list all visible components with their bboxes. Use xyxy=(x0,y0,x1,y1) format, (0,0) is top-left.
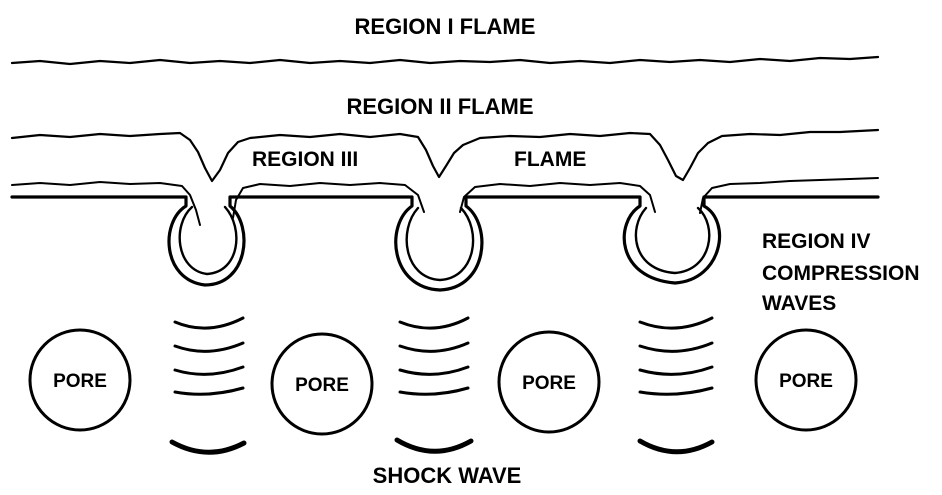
region-3-flame-line-right xyxy=(699,177,879,214)
region-1-label: REGION I FLAME xyxy=(355,14,536,39)
region-3-flame-line-mid1 xyxy=(232,182,425,219)
pore-2: PORE xyxy=(270,332,374,436)
pore-label: PORE xyxy=(522,373,576,394)
pore-3: PORE xyxy=(497,330,601,434)
region-3-flame-line-left xyxy=(11,181,201,226)
region-3-flame-label: FLAME xyxy=(514,148,586,171)
compression-waves-3 xyxy=(638,316,714,396)
compression-waves-2 xyxy=(398,316,470,396)
surface-inner-line-3 xyxy=(634,206,711,275)
region-1-flame-line xyxy=(10,55,880,66)
region-2-label: REGION II FLAME xyxy=(347,94,534,119)
pore-1: PORE xyxy=(28,328,132,432)
compression-waves-1 xyxy=(173,316,245,396)
pore-label: PORE xyxy=(779,371,833,392)
pore-4: PORE xyxy=(754,328,858,432)
shock-wave-arcs xyxy=(169,437,715,455)
surface-inner-line xyxy=(178,205,238,276)
shock-wave-label: SHOCK WAVE xyxy=(373,463,522,488)
pore-label: PORE xyxy=(295,375,349,396)
region-4-compression-label: COMPRESSION xyxy=(762,262,920,285)
region-4-label: REGION IV xyxy=(762,230,871,253)
surface-outer-line xyxy=(10,195,880,292)
surface-inner-line-2 xyxy=(405,206,475,282)
pore-label: PORE xyxy=(53,371,107,392)
region-3-label: REGION III xyxy=(252,148,358,171)
region-3-flame-line-mid2 xyxy=(459,182,656,213)
region-2-flame-line xyxy=(10,128,880,183)
region-4-waves-label: WAVES xyxy=(762,292,836,315)
